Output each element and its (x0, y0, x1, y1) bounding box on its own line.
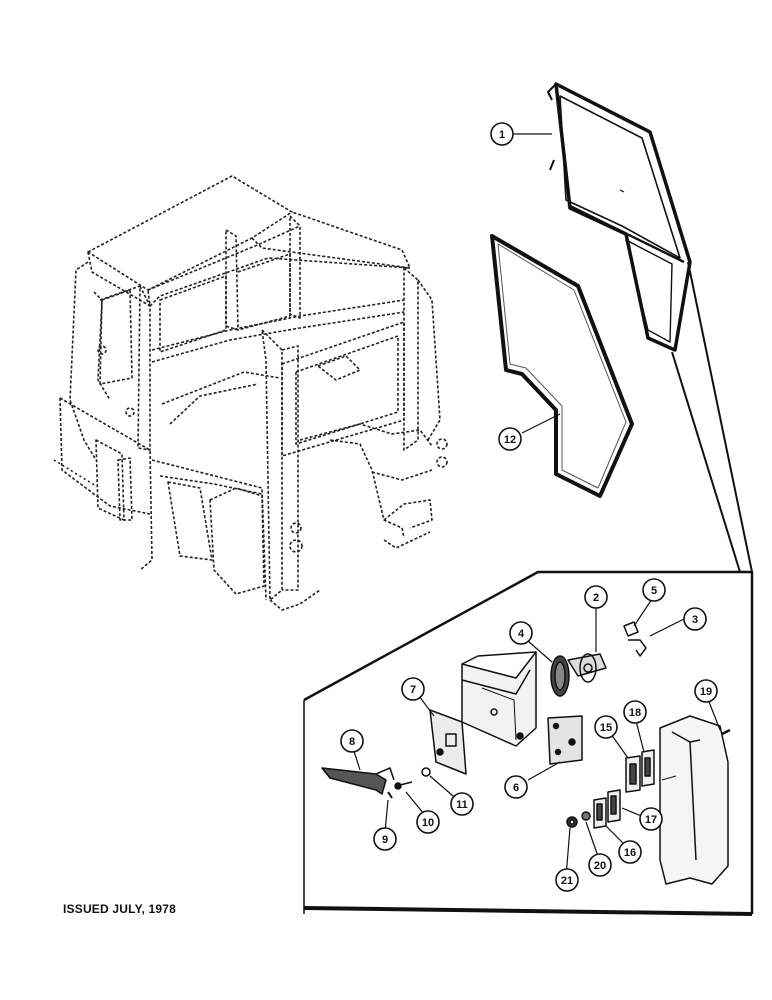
callout-8: 8 (340, 729, 364, 753)
callout-16: 16 (618, 840, 642, 864)
callout-label: 5 (651, 585, 657, 597)
door-seal-part-12 (490, 234, 634, 498)
callout-12: 12 (498, 427, 522, 451)
callout-6: 6 (504, 775, 528, 799)
callout-label: 18 (629, 707, 641, 719)
callout-9: 9 (373, 827, 397, 851)
callout-5: 5 (642, 578, 666, 602)
callout-label: 15 (600, 722, 612, 734)
callout-15: 15 (594, 715, 618, 739)
callout-label: 1 (499, 129, 505, 141)
callout-11: 11 (450, 792, 474, 816)
callout-label: 16 (624, 847, 636, 859)
callout-10: 10 (416, 810, 440, 834)
callout-label: 4 (518, 628, 525, 640)
callout-bubbles: 1 2 3 4 5 6 7 8 9 10 11 12 15 16 17 18 1… (340, 122, 718, 892)
detail-parts (321, 621, 731, 885)
callout-19: 19 (694, 679, 718, 703)
callout-label: 2 (593, 592, 599, 604)
callout-label: 10 (422, 817, 434, 829)
callout-label: 11 (456, 799, 468, 811)
callout-4: 4 (509, 621, 533, 645)
callout-1: 1 (490, 122, 514, 146)
cab-assembly-drawing (53, 175, 448, 611)
callout-label: 19 (700, 686, 712, 698)
callout-7: 7 (401, 677, 425, 701)
callout-label: 17 (645, 814, 657, 826)
detail-inset-box (303, 261, 754, 916)
callout-label: 6 (513, 782, 519, 794)
callout-2: 2 (584, 585, 608, 609)
callout-label: 7 (410, 684, 416, 696)
callout-21: 21 (555, 868, 579, 892)
callout-label: 12 (504, 434, 516, 446)
callout-20: 20 (588, 853, 612, 877)
callout-17: 17 (639, 807, 663, 831)
callout-label: 8 (349, 736, 355, 748)
callout-label: 9 (382, 834, 388, 846)
callout-label: 3 (692, 614, 698, 626)
callout-18: 18 (623, 700, 647, 724)
door-frame-part-1 (547, 82, 692, 352)
callout-3: 3 (683, 607, 707, 631)
issued-date-footer: ISSUED JULY, 1978 (63, 902, 177, 916)
callout-label: 21 (561, 875, 573, 887)
callout-label: 20 (594, 860, 606, 872)
